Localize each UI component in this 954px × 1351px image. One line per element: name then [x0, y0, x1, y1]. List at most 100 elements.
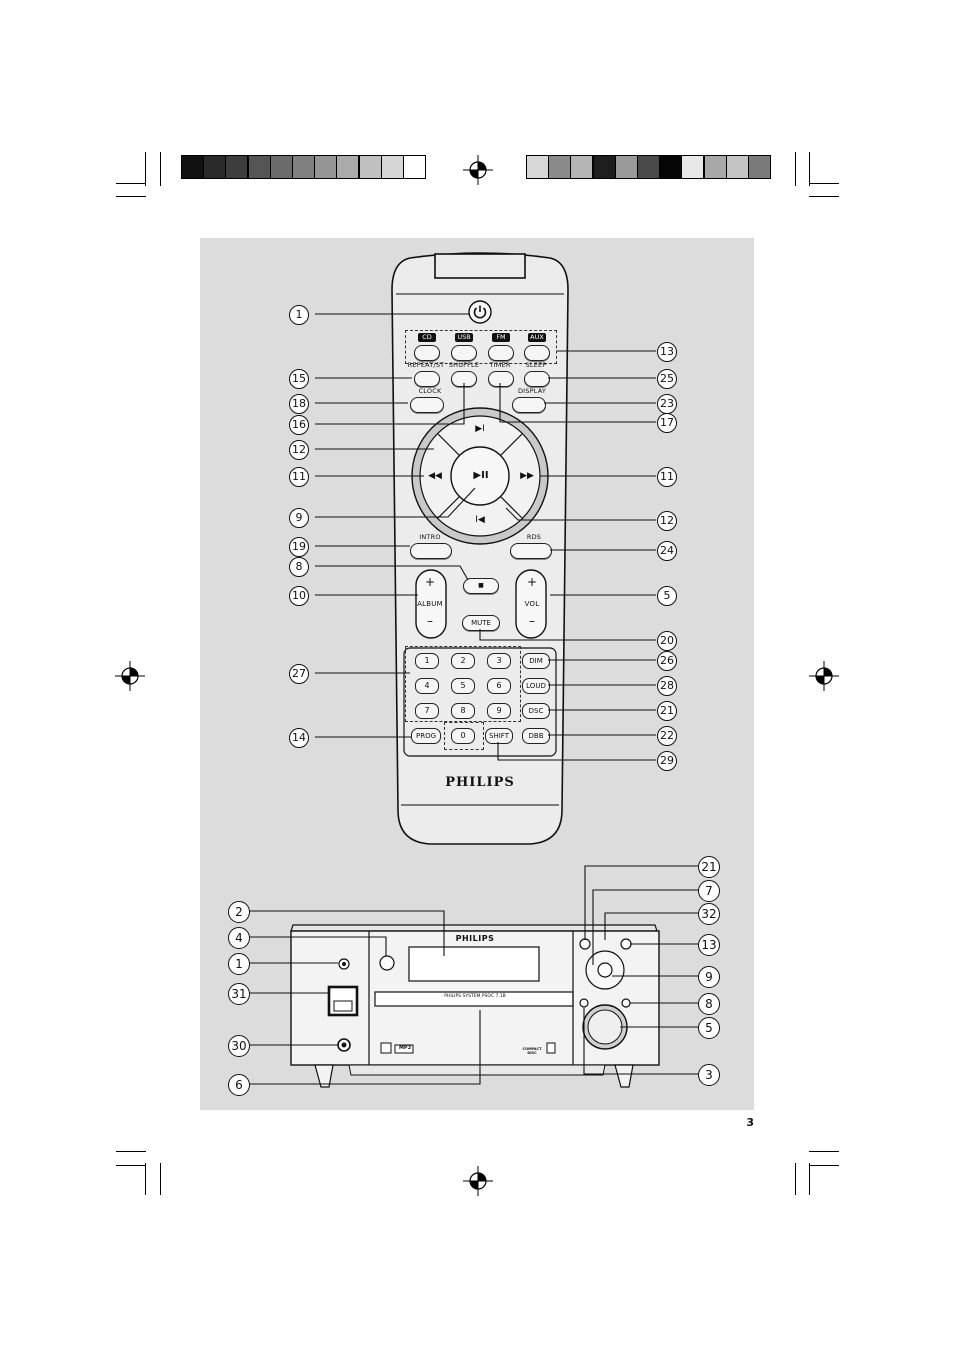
callout-remote-right: 24: [657, 541, 677, 561]
prev-track-icon[interactable]: I◀: [475, 515, 485, 525]
callout-remote-right: 13: [657, 342, 677, 362]
dsc-button[interactable]: DSC: [522, 703, 550, 719]
dim-button[interactable]: DIM: [522, 653, 550, 669]
registration-target-icon: [115, 661, 145, 691]
source-label-aux: AUX: [528, 333, 546, 342]
callout-remote-right: 26: [657, 651, 677, 671]
callout-unit-right: 9: [698, 966, 720, 988]
crop-mark: [116, 196, 146, 197]
color-swatch: [748, 155, 771, 179]
crop-mark: [145, 152, 146, 186]
callout-remote-right: 11: [657, 467, 677, 487]
digit-9-button[interactable]: 9: [487, 703, 511, 719]
callout-remote-left: 15: [289, 369, 309, 389]
callout-unit-right: 3: [698, 1064, 720, 1086]
sleep-button[interactable]: [524, 371, 550, 387]
loud-button[interactable]: LOUD: [522, 678, 550, 694]
stop-button[interactable]: ■: [463, 578, 499, 594]
cd-button[interactable]: [414, 345, 440, 361]
digit-1-button[interactable]: 1: [415, 653, 439, 669]
next-track-icon[interactable]: ▶I: [475, 424, 485, 434]
source-label-fm: FM: [492, 333, 510, 342]
timer-button[interactable]: [488, 371, 514, 387]
mp3-logo: MP3: [398, 1045, 412, 1051]
crop-mark: [809, 152, 810, 186]
digit-6-button[interactable]: 6: [487, 678, 511, 694]
digit-7-button[interactable]: 7: [415, 703, 439, 719]
callout-unit-left: 6: [228, 1074, 250, 1096]
dbb-button[interactable]: DBB: [522, 728, 550, 744]
callout-remote-left: 14: [289, 728, 309, 748]
crop-mark: [809, 1163, 810, 1195]
vol-minus[interactable]: –: [529, 614, 535, 628]
keypad-group: [405, 646, 521, 722]
callout-remote-right: 29: [657, 751, 677, 771]
callout-remote-left: 27: [289, 664, 309, 684]
repeat-button[interactable]: [414, 371, 440, 387]
fast-forward-icon[interactable]: ▶▶: [520, 471, 534, 481]
fm-button[interactable]: [488, 345, 514, 361]
power-icon[interactable]: [472, 304, 488, 320]
callout-remote-right: 28: [657, 676, 677, 696]
callout-remote-right: 20: [657, 631, 677, 651]
rds-label: RDS: [526, 533, 542, 541]
crop-mark: [809, 196, 839, 197]
prog-button[interactable]: PROG: [411, 728, 441, 744]
callout-unit-right: 32: [698, 903, 720, 925]
digit-2-button[interactable]: 2: [451, 653, 475, 669]
clock-button[interactable]: [410, 397, 444, 413]
digit-5-button[interactable]: 5: [451, 678, 475, 694]
callout-remote-right: 21: [657, 701, 677, 721]
aux-button[interactable]: [524, 345, 550, 361]
crop-mark: [116, 1165, 146, 1166]
callout-remote-left: 10: [289, 586, 309, 606]
crop-mark: [145, 1163, 146, 1195]
mute-button[interactable]: MUTE: [462, 615, 500, 631]
callout-unit-right: 21: [698, 856, 720, 878]
display-label: DISPLAY: [517, 387, 547, 395]
crop-mark: [795, 1163, 796, 1195]
callout-unit-right: 8: [698, 993, 720, 1015]
callout-unit-right: 13: [698, 934, 720, 956]
album-minus[interactable]: –: [427, 614, 433, 628]
vol-label: VOL: [524, 600, 540, 608]
color-swatch: [403, 155, 426, 179]
rds-button[interactable]: [510, 543, 552, 559]
album-plus[interactable]: +: [424, 575, 436, 589]
crop-mark: [116, 1151, 146, 1152]
callout-remote-left: 1: [289, 305, 309, 325]
digit-4-button[interactable]: 4: [415, 678, 439, 694]
usb-button[interactable]: [451, 345, 477, 361]
digit-8-button[interactable]: 8: [451, 703, 475, 719]
display-button[interactable]: [512, 397, 546, 413]
callout-remote-right: 12: [657, 511, 677, 531]
callout-unit-left: 2: [228, 901, 250, 923]
registration-target-icon: [463, 155, 493, 185]
callout-unit-right: 7: [698, 880, 720, 902]
digit-3-button[interactable]: 3: [487, 653, 511, 669]
crop-mark: [160, 1163, 161, 1195]
album-label: ALBUM: [417, 600, 443, 608]
unit-brand-logo: PHILIPS: [455, 934, 495, 943]
crop-mark: [160, 152, 161, 186]
timer-label: TIMER: [489, 361, 511, 369]
tray-label: PHILIPS SYSTEM PSOC 7.1B: [444, 994, 506, 999]
play-pause-icon[interactable]: ▶II: [473, 470, 489, 481]
digit-0-button[interactable]: 0: [451, 728, 475, 744]
callout-remote-left: 16: [289, 415, 309, 435]
callout-remote-right: 23: [657, 394, 677, 414]
crop-mark: [809, 183, 839, 184]
rewind-icon[interactable]: ◀◀: [428, 471, 442, 481]
intro-button[interactable]: [410, 543, 452, 559]
callout-remote-right: 25: [657, 369, 677, 389]
shift-button[interactable]: SHIFT: [485, 728, 513, 744]
callout-remote-left: 11: [289, 467, 309, 487]
source-label-usb: USB: [455, 333, 473, 342]
registration-target-icon: [463, 1166, 493, 1196]
main-unit-body: [290, 924, 660, 1088]
vol-plus[interactable]: +: [526, 575, 538, 589]
registration-target-icon: [809, 661, 839, 691]
callout-remote-right: 22: [657, 726, 677, 746]
callout-unit-left: 1: [228, 953, 250, 975]
